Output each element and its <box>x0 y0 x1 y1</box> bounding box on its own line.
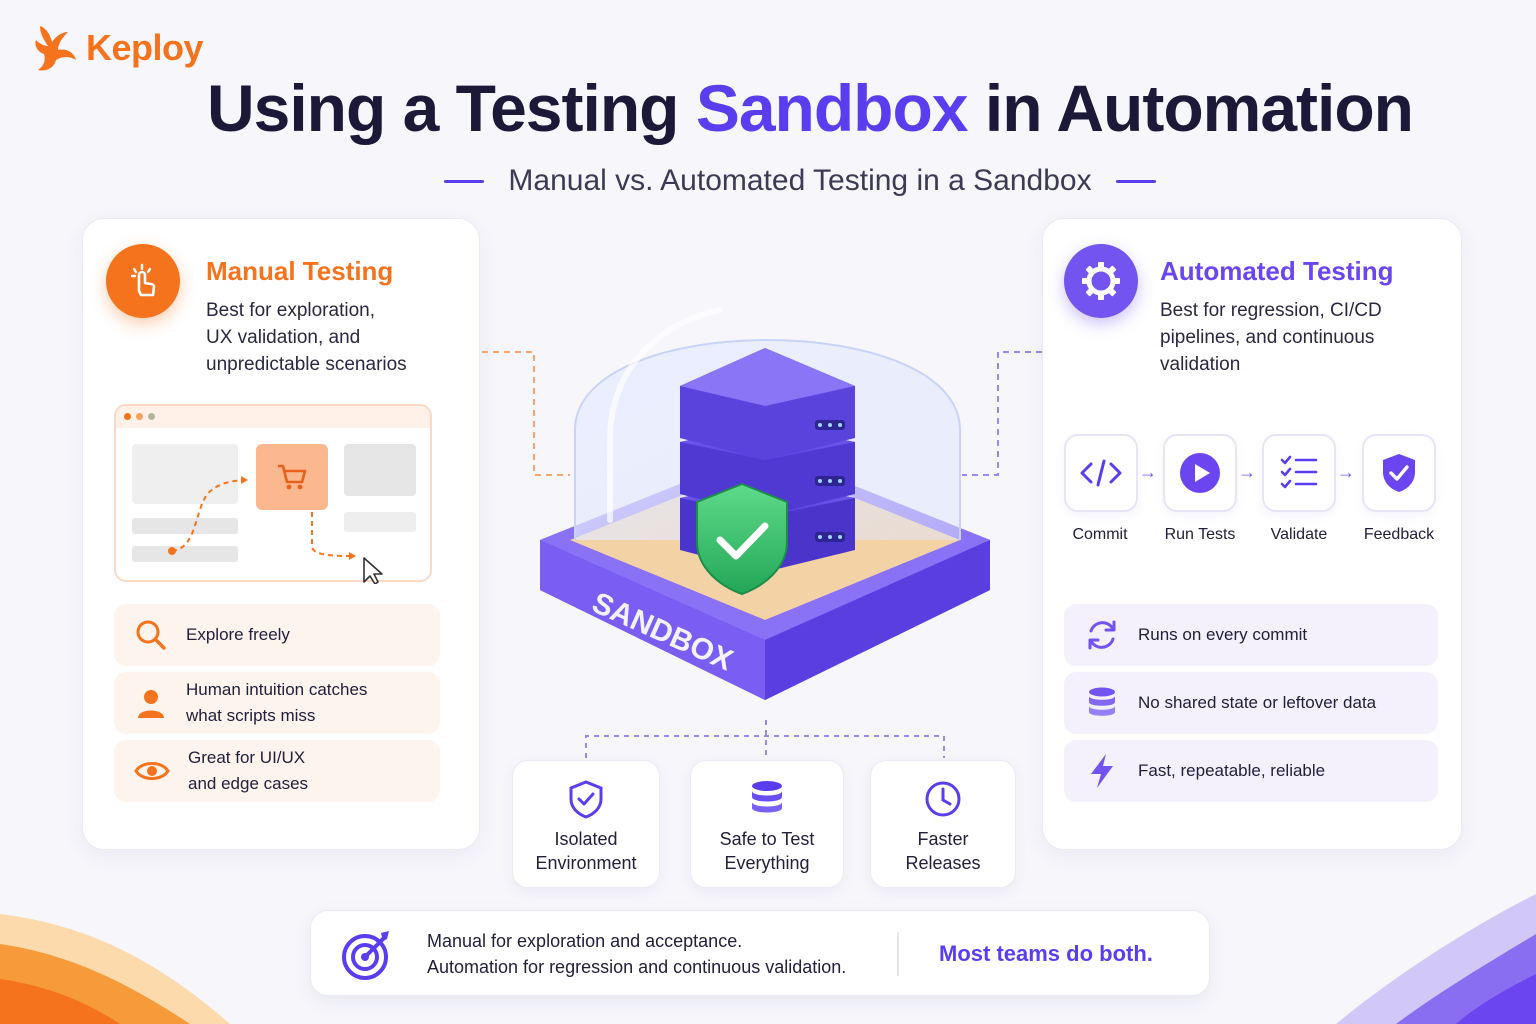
code-icon <box>1080 459 1122 487</box>
pipeline-label: Feedback <box>1363 526 1435 543</box>
automated-item-label: No shared state or leftover data <box>1138 693 1377 712</box>
pipeline-step-run <box>1163 434 1237 512</box>
pipeline-step-feedback <box>1362 434 1436 512</box>
manual-item-line: Explore freely <box>186 625 290 644</box>
person-icon <box>138 690 164 718</box>
banner-highlight: Most teams do both. <box>939 941 1153 966</box>
feature-faster: Faster Releases <box>870 760 1016 888</box>
arrow-right-icon: → <box>1238 462 1256 482</box>
refresh-icon <box>1088 620 1116 650</box>
manual-desc-line: UX validation, and <box>206 327 361 348</box>
lightning-icon <box>1091 754 1113 788</box>
manual-heading: Manual Testing <box>206 256 394 286</box>
subtitle: Manual vs. Automated Testing in a Sandbo… <box>508 164 1092 197</box>
manual-description: Best for exploration, UX validation, and… <box>206 297 407 378</box>
pipeline-label: Commit <box>1072 526 1128 543</box>
banner-line: Manual for exploration and acceptance. <box>427 931 743 951</box>
manual-item-intuition: Human intuition catches what scripts mis… <box>114 672 440 734</box>
automated-item-label: Runs on every commit <box>1138 625 1308 644</box>
banner-line: Automation for regression and continuous… <box>427 957 847 977</box>
automated-description: Best for regression, CI/CD pipelines, an… <box>1160 297 1382 378</box>
pipeline-label: Run Tests <box>1164 526 1236 543</box>
orange-wave-decoration <box>0 914 230 1024</box>
feature-isolated: Isolated Environment <box>512 760 660 888</box>
window-dot <box>136 413 143 420</box>
feature-label-line: Isolated <box>554 829 618 849</box>
feature-safe: Safe to Test Everything <box>690 760 844 888</box>
feature-label-line: Releases <box>905 853 981 873</box>
title-text-before: Using a Testing <box>206 71 696 145</box>
automated-desc-line: pipelines, and continuous <box>1160 327 1375 348</box>
shield-check-icon <box>569 780 603 819</box>
subtitle-right-line <box>1115 179 1156 183</box>
brand-logo: Keploy <box>32 22 204 74</box>
summary-banner: Manual for exploration and acceptance. A… <box>310 910 1210 996</box>
title-accent: Sandbox <box>695 71 969 145</box>
browser-title-bar <box>116 406 430 428</box>
user-path-arrows <box>168 476 383 584</box>
automated-desc-line: Best for regression, CI/CD <box>1160 300 1382 321</box>
clock-icon <box>925 781 961 817</box>
subtitle-row: Manual vs. Automated Testing in a Sandbo… <box>0 164 1536 198</box>
eye-icon <box>134 762 170 780</box>
browser-mockup <box>114 404 432 584</box>
automated-heading: Automated Testing <box>1160 256 1394 286</box>
title-text-after: in Automation <box>967 71 1414 145</box>
manual-item-explore: Explore freely <box>114 604 440 666</box>
checklist-icon <box>1280 455 1318 489</box>
automated-item-state: No shared state or leftover data <box>1064 672 1438 734</box>
cart-icon <box>278 464 307 490</box>
window-dot <box>148 413 155 420</box>
cart-block <box>256 444 328 510</box>
automated-desc-line: validation <box>1160 354 1241 375</box>
arrow-right-icon: → <box>1139 462 1157 482</box>
sandbox-illustration: SANDBOX <box>540 307 990 700</box>
search-icon <box>136 620 166 650</box>
manual-item-uiux: Great for UI/UX and edge cases <box>114 740 440 802</box>
manual-item-line: what scripts miss <box>186 706 316 725</box>
window-dot <box>124 413 131 420</box>
pipeline-step-commit <box>1064 434 1138 512</box>
shield-check-icon <box>1383 454 1415 492</box>
tap-hand-icon <box>106 244 180 318</box>
automated-item-label: Fast, repeatable, reliable <box>1138 761 1326 780</box>
placeholder-block <box>344 512 416 532</box>
play-icon <box>1180 453 1220 493</box>
pipeline-step-validate <box>1262 434 1336 512</box>
placeholder-block <box>132 444 238 504</box>
automated-item-commit: Runs on every commit <box>1064 604 1438 666</box>
placeholder-block <box>344 444 416 496</box>
security-shield-icon <box>696 482 788 596</box>
purple-wave-decoration <box>1336 894 1536 1024</box>
database-icon <box>1089 687 1115 716</box>
placeholder-block <box>132 518 238 534</box>
keploy-rabbit-icon <box>35 26 76 71</box>
manual-item-line: and edge cases <box>188 774 309 793</box>
manual-desc-line: Best for exploration, <box>206 300 375 321</box>
pipeline-label: Validate <box>1270 526 1328 543</box>
automated-item-fast: Fast, repeatable, reliable <box>1064 740 1438 802</box>
banner-message: Manual for exploration and acceptance. A… <box>427 928 846 980</box>
feature-label-line: Everything <box>724 853 810 873</box>
page-title: Using a Testing Sandbox in Automation <box>0 70 1536 146</box>
banner-divider <box>897 932 899 976</box>
gear-icon <box>1064 244 1138 318</box>
brand-name: Keploy <box>86 27 204 68</box>
feature-label-line: Environment <box>535 853 637 873</box>
manual-desc-line: unpredictable scenarios <box>206 354 407 375</box>
feature-label-line: Safe to Test <box>719 829 815 849</box>
target-icon <box>342 931 389 980</box>
arrow-right-icon: → <box>1337 462 1355 482</box>
placeholder-block <box>132 546 238 562</box>
database-icon <box>752 781 782 813</box>
manual-item-line: Great for UI/UX <box>188 748 306 767</box>
subtitle-left-line <box>444 179 485 183</box>
manual-item-line: Human intuition catches <box>186 680 368 699</box>
feature-label-line: Faster <box>917 829 969 849</box>
